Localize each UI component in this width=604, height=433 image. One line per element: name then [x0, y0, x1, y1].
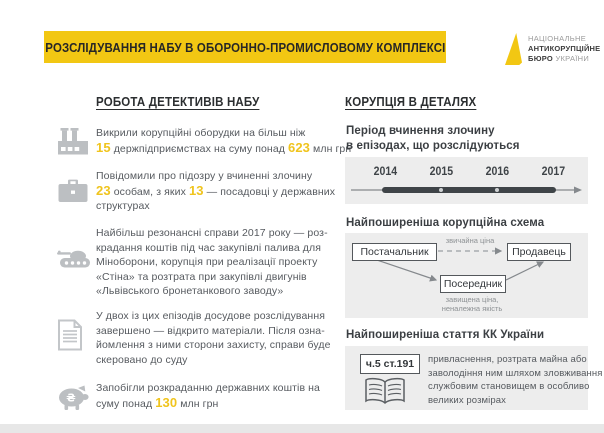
svg-text:₴: ₴ — [66, 392, 75, 405]
item-text: Викрили корупційні оборудки на більш ніж… — [96, 127, 352, 155]
statute-description: привласнення, розтрата майна або заволод… — [428, 354, 603, 406]
timeline-title: Період вчинення злочину в епізодах, що р… — [346, 125, 520, 152]
logo-line-3: БЮРО УКРАЇНИ — [528, 54, 590, 63]
item-text: Повідомили про підозру у вчиненні злочин… — [96, 170, 336, 212]
timeline-axis — [351, 186, 582, 194]
factory-icon — [57, 128, 91, 156]
scheme-bottom-label: завищена ціна, неналежна якість — [441, 295, 503, 313]
nabu-logo-icon — [505, 33, 522, 65]
timeline-year: 2017 — [541, 164, 565, 178]
list-item-prevented-losses: ₴ Запобігли розкраданню державних коштів… — [57, 381, 347, 411]
scheme-arrows — [376, 247, 545, 282]
timeline-year: 2016 — [485, 164, 509, 178]
timeline-year: 2015 — [429, 164, 453, 178]
item-text: Запобігли розкраданню державних коштів н… — [96, 382, 320, 410]
item-text: Найбільш резонансні справи 2017 року — р… — [96, 227, 328, 297]
scheme-title: Найпоширеніша корупційна схема — [346, 217, 545, 229]
statute-article-badge: ч.5 ст.191 — [360, 354, 420, 374]
page-bottom-strip — [0, 424, 604, 433]
item-text: У двох із цих епізодів досудове розсліду… — [96, 310, 331, 366]
briefcase-icon — [57, 178, 91, 203]
nabu-logo: НАЦІОНАЛЬНЕ АНТИКОРУПЦІЙНЕ БЮРО УКРАЇНИ — [505, 33, 600, 67]
scheme-panel: звичайна ціна Постачальник Продавець Пос… — [345, 233, 588, 318]
list-item-pretrial-finished: У двох із цих епізодів досудове розсліду… — [57, 309, 347, 367]
statute-panel: ч.5 ст.191 привласнення, розтрата майна … — [345, 346, 603, 410]
logo-line-1: НАЦІОНАЛЬНЕ — [528, 34, 587, 43]
list-item-resonant-cases: Найбільш резонансні справи 2017 року — р… — [57, 226, 347, 299]
page-title: РОЗСЛІДУВАННЯ НАБУ В ОБОРОННО-ПРОМИСЛОВО… — [44, 39, 446, 55]
timeline-panel: 2014 2015 2016 2017 — [345, 157, 588, 204]
piggy-bank-icon: ₴ — [57, 384, 91, 411]
scheme-node-seller: Продавець — [507, 243, 571, 261]
scheme-node-supplier: Постачальник — [352, 243, 437, 261]
header-title-bar: РОЗСЛІДУВАННЯ НАБУ В ОБОРОННО-ПРОМИСЛОВО… — [44, 31, 446, 63]
right-column-heading: КОРУПЦІЯ В ДЕТАЛЯХ — [345, 95, 477, 109]
scheme-dashed-label: звичайна ціна — [445, 236, 495, 245]
logo-line-2: АНТИКОРУПЦІЙНЕ — [528, 44, 601, 53]
list-item-suspicions: Повідомили про підозру у вчиненні злочин… — [57, 169, 347, 214]
document-icon — [57, 319, 91, 351]
nabu-logo-text: НАЦІОНАЛЬНЕ АНТИКОРУПЦІЙНЕ БЮРО УКРАЇНИ — [528, 34, 600, 64]
open-book-icon — [362, 376, 408, 406]
statute-title: Найпоширеніша стаття КК України — [346, 329, 545, 341]
left-column-heading: РОБОТА ДЕТЕКТИВІВ НАБУ — [96, 95, 260, 109]
tank-icon — [57, 246, 91, 270]
list-item-exposed-schemes: Викрили корупційні оборудки на більш ніж… — [57, 126, 352, 156]
scheme-node-intermediary: Посередник — [440, 275, 506, 293]
timeline-year: 2014 — [373, 164, 397, 178]
